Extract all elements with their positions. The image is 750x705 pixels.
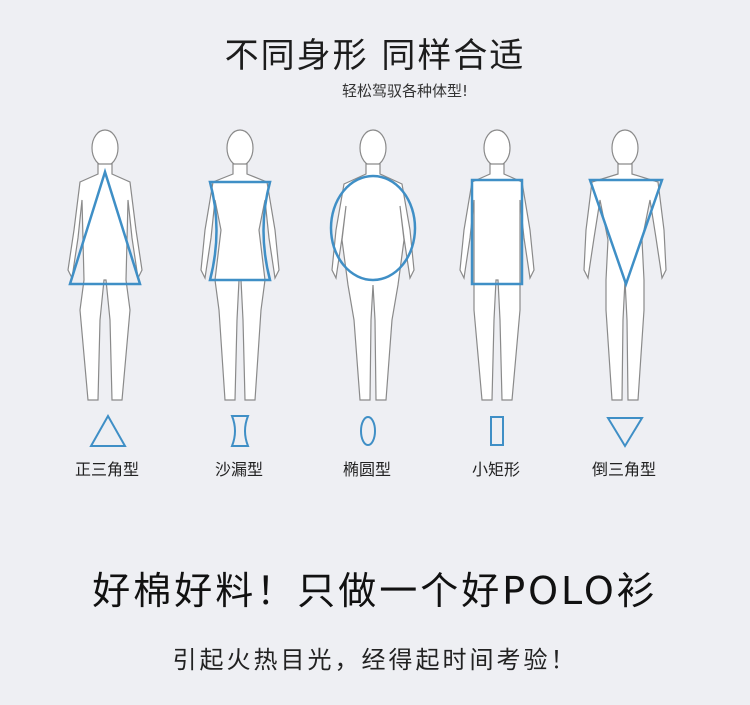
label-ellipse: 椭圆型 (342, 460, 391, 479)
figure-inverted-triangle (570, 120, 680, 410)
body-figures (0, 120, 750, 410)
headline: 好棉好料！只做一个好POLO衫 (92, 569, 658, 613)
label-hourglass: 沙漏型 (214, 460, 263, 479)
rectangle-icon (472, 410, 522, 450)
figure-ellipse (318, 120, 428, 410)
triangle-up-icon (83, 410, 133, 450)
page-title: 不同身形 同样合适 (224, 36, 526, 76)
figure-triangle (50, 120, 160, 410)
tagline: 引起火热目光，经得起时间考验！ (172, 646, 578, 674)
figure-rectangle (442, 120, 552, 410)
triangle-down-icon (600, 410, 650, 450)
ellipse-icon (343, 410, 393, 450)
label-inverted-triangle: 倒三角型 (591, 460, 656, 479)
page-subtitle: 轻松驾驭各种体型! (341, 82, 468, 100)
label-triangle: 正三角型 (74, 460, 139, 479)
hourglass-icon (215, 410, 265, 450)
label-rectangle: 小矩形 (471, 460, 520, 479)
figure-hourglass (185, 120, 295, 410)
